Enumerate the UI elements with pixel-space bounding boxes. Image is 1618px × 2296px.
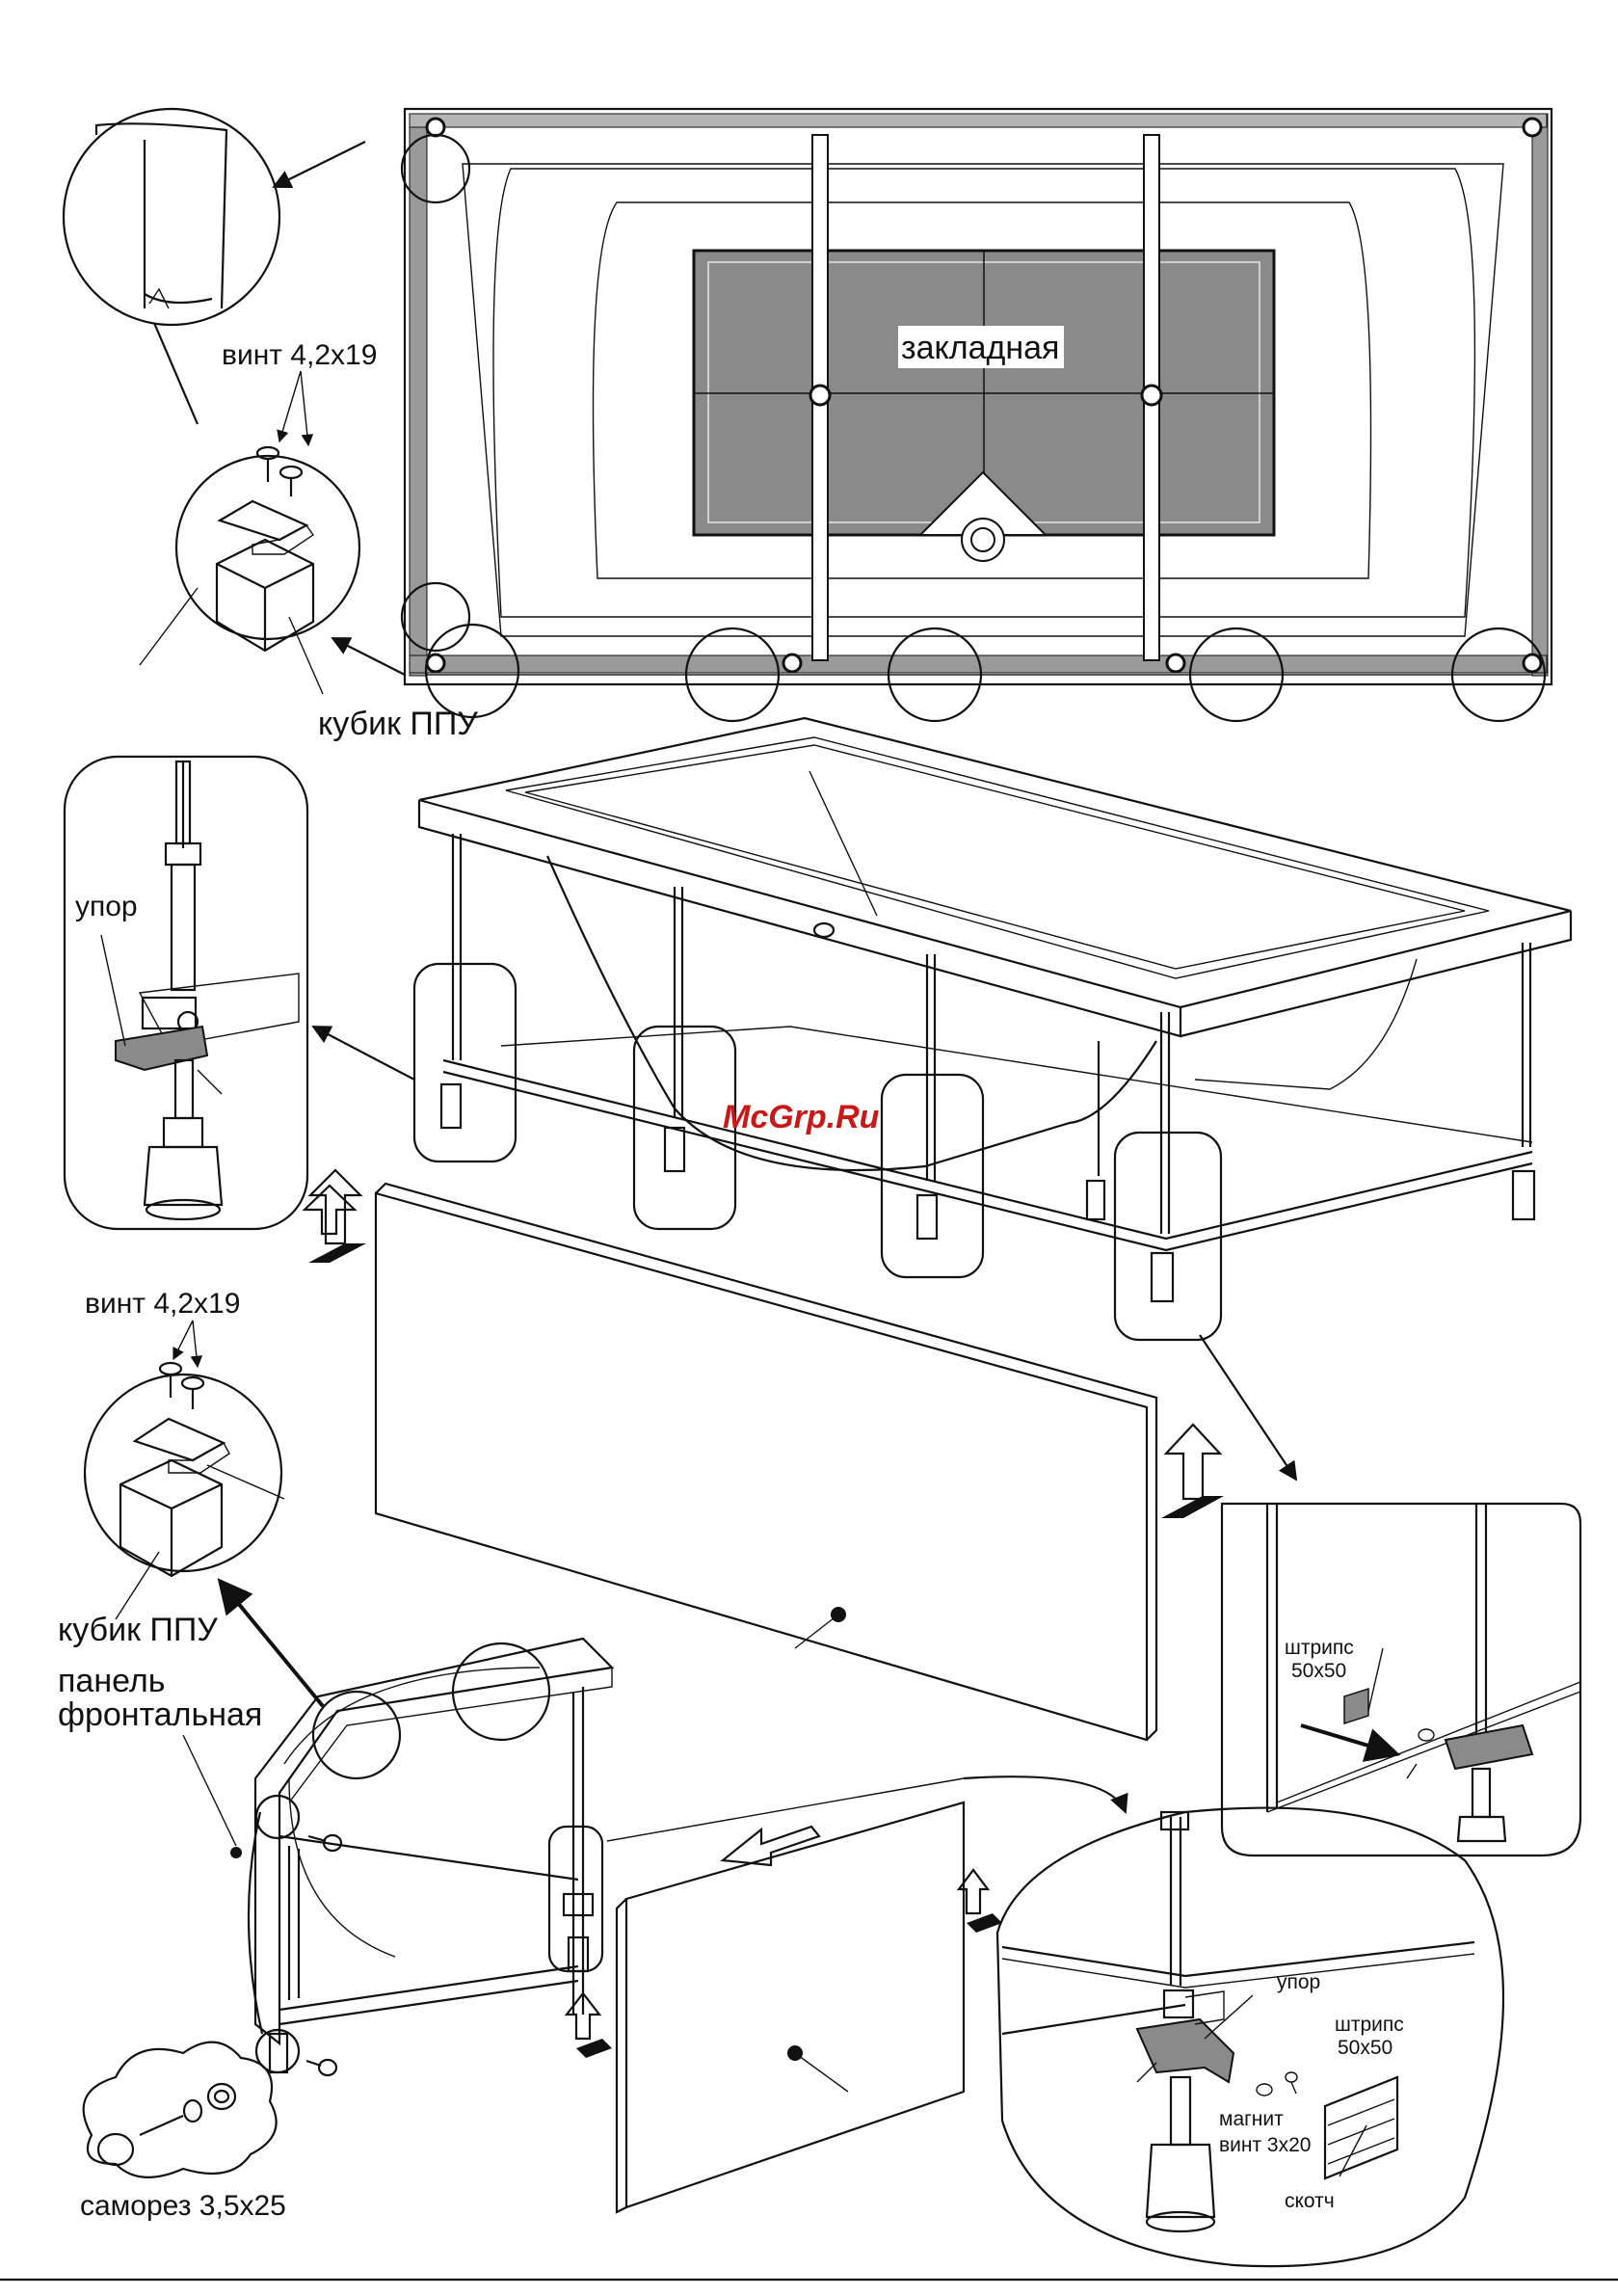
- strip-label-right-1: штрипс: [1285, 1637, 1354, 1659]
- cube-label-top: кубик ППУ: [318, 706, 478, 742]
- stop-label-left: упор: [75, 891, 138, 922]
- tape-label: скотч: [1285, 2190, 1335, 2212]
- bath-top-view: закладная: [402, 109, 1552, 721]
- embed-plate: [694, 251, 1274, 561]
- detail-circle-cube-top: [140, 323, 359, 694]
- front-panel-label-2: фронтальная: [58, 1696, 262, 1733]
- strip-label-right-2: 50х50: [1291, 1660, 1346, 1682]
- end-view: [230, 1639, 612, 2075]
- watermark: McGrp.Ru: [723, 1099, 880, 1135]
- detail-circle-bottom: [997, 1808, 1503, 2267]
- embed-label: закладная: [901, 330, 1059, 366]
- detail-box-stop: [65, 757, 307, 1229]
- detail-box-strip: [1222, 1504, 1580, 1855]
- screw-label-mid: винт 4,2х19: [85, 1288, 240, 1320]
- screw-3x20-label: винт 3х20: [1219, 2134, 1311, 2156]
- front-panel-label-1: панель: [58, 1663, 165, 1699]
- screw-label-top: винт 4,2х19: [222, 339, 377, 371]
- detail-circle-top: [64, 109, 365, 325]
- strip-label-bottom-2: 50х50: [1338, 2037, 1393, 2059]
- self-tap-label: саморез 3,5х25: [80, 2190, 286, 2222]
- self-tap-cloud: [84, 2042, 277, 2177]
- strip-label-bottom-1: штрипс: [1335, 2014, 1404, 2036]
- detail-circle-cube-mid: [85, 1363, 284, 1619]
- magnet-label: магнит: [1219, 2108, 1284, 2130]
- front-panel: [376, 1184, 1156, 1740]
- side-panel: [617, 1802, 964, 2212]
- stop-label-bottom: упор: [1277, 1971, 1320, 1993]
- bath-perspective: [414, 718, 1571, 1340]
- cube-label-mid: кубик ППУ: [58, 1612, 218, 1648]
